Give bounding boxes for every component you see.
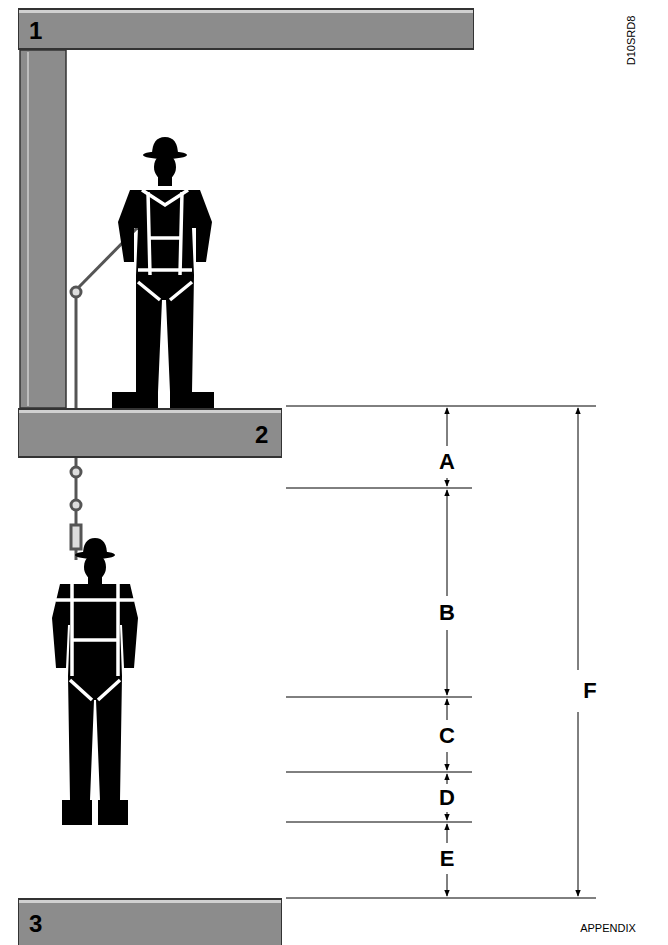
floor-beam: 1 [18, 8, 474, 50]
callout-number: 2 [255, 423, 268, 447]
dimension-label: F [581, 679, 598, 703]
column [20, 50, 66, 408]
dimension-label: E [438, 847, 457, 871]
dimension-label: C [437, 724, 457, 748]
dimension-label: B [437, 601, 457, 625]
note-text: APPENDIX [580, 923, 636, 934]
callout-number: 1 [29, 19, 42, 43]
dimension-label: A [437, 450, 457, 474]
floor-beam: 3 [18, 898, 282, 945]
suspended-worker [52, 538, 138, 825]
dimension-label: D [437, 786, 457, 810]
figure-code: D10SRD8 [627, 15, 638, 65]
standing-worker [112, 137, 214, 408]
floor-beam: 2 [18, 408, 282, 458]
dimension-lines [286, 406, 596, 898]
lanyard [71, 458, 81, 560]
callout-number: 3 [29, 912, 42, 936]
lanyard [71, 217, 146, 410]
